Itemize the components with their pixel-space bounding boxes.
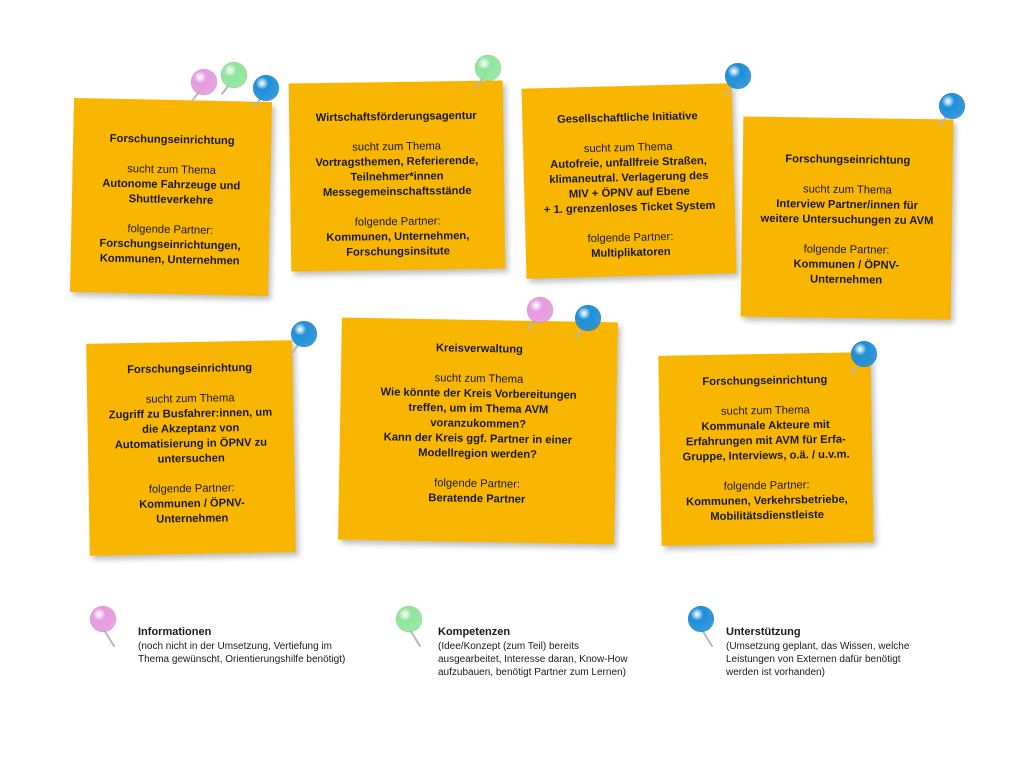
note-topic: Wie könnte der Kreis Vorbereitungen tref…	[380, 386, 577, 462]
blue-pin-icon	[846, 340, 878, 374]
sticky-note-1: Forschungseinrichtung sucht zum Thema Au…	[69, 97, 273, 297]
legend-description: (Idee/Konzept (zum Teil) bereits ausgear…	[438, 641, 628, 678]
pink-pin-icon	[522, 296, 554, 330]
sticky-note-2: Wirtschaftsförderungsagentur sucht zum T…	[288, 80, 506, 272]
sticky-note-6: Kreisverwaltung sucht zum Thema Wie könn…	[338, 317, 618, 545]
sticky-note-7: Forschungseinrichtung sucht zum Thema Ko…	[658, 352, 874, 546]
note-topic: Zugriff zu Busfahrer:innen, um die Akzep…	[108, 406, 273, 466]
note-partners: Kommunen / ÖPNV- Unternehmen	[793, 258, 900, 287]
legend-title: Informationen	[138, 626, 212, 638]
green-pin-icon	[394, 604, 428, 648]
legend-item-informationen: Informationen (noch nicht in der Umsetzu…	[138, 626, 345, 666]
sticky-note-5: Forschungseinrichtung sucht zum Thema Zu…	[86, 340, 296, 556]
green-pin-icon	[216, 61, 248, 95]
green-pin-icon	[470, 54, 502, 88]
legend-title: Kompetenzen	[438, 626, 511, 638]
pink-pin-icon	[186, 68, 218, 102]
legend-item-kompetenzen: Kompetenzen (Idee/Konzept (zum Teil) ber…	[438, 626, 628, 679]
blue-pin-icon	[570, 304, 602, 338]
note-partners: Forschungseinrichtungen, Kommunen, Unter…	[99, 237, 241, 268]
note-partners: Kommunen / ÖPNV- Unternehmen	[139, 497, 245, 526]
note-topic: Autofreie, unfallfreie Straßen, klimaneu…	[543, 154, 716, 217]
sticky-note-4: Forschungseinrichtung sucht zum Thema In…	[740, 116, 954, 320]
blue-pin-icon	[286, 320, 318, 354]
legend-title: Unterstützung	[726, 626, 801, 638]
legend-description: (noch nicht in der Umsetzung, Vertiefung…	[138, 641, 346, 665]
note-organization: Wirtschaftsförderungsagentur	[315, 109, 477, 125]
blue-pin-icon	[720, 62, 752, 96]
legend-description: (Umsetzung geplant, das Wissen, welche L…	[726, 641, 910, 678]
note-partners: Kommunen, Unternehmen, Forschungsinsitut…	[326, 229, 470, 259]
blue-pin-icon	[934, 92, 966, 126]
blue-pin-icon	[248, 74, 280, 108]
note-topic: Vortragsthemen, Referierende, Teilnehmer…	[315, 154, 479, 200]
note-partners: Beratende Partner	[428, 492, 526, 506]
note-topic: Kommunale Akteure mit Erfahrungen mit AV…	[682, 418, 850, 464]
sticky-note-3: Gesellschaftliche Initiative sucht zum T…	[521, 83, 737, 279]
note-partners: Kommunen, Verkehrsbetriebe, Mobilitätsdi…	[685, 493, 848, 523]
pink-pin-icon	[88, 604, 122, 648]
note-topic: Interview Partner/innen für weitere Unte…	[760, 198, 934, 228]
blue-pin-icon	[686, 604, 720, 648]
legend-item-unterstuetzung: Unterstützung (Umsetzung geplant, das Wi…	[726, 626, 909, 679]
note-topic: Autonome Fahrzeuge und Shuttleverkehre	[102, 177, 241, 207]
